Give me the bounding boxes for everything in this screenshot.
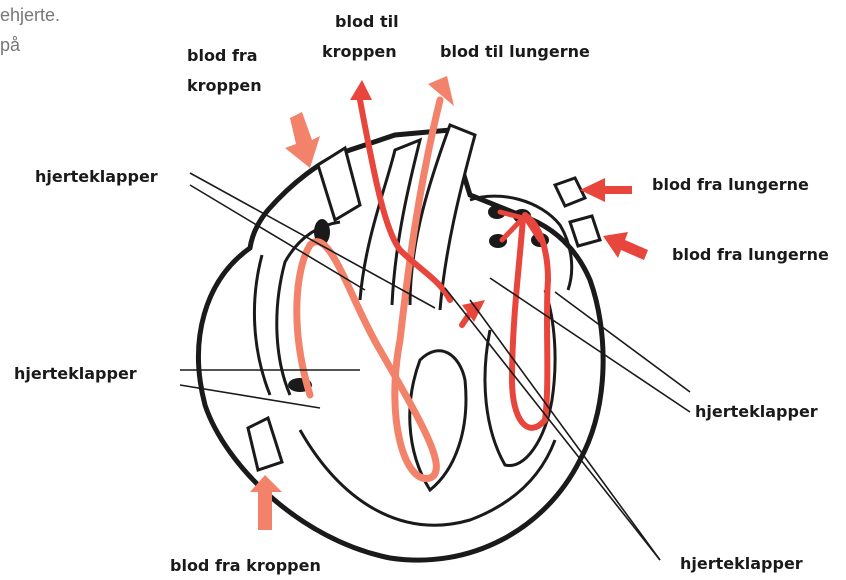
flow-to-body-arrowhead — [350, 80, 372, 100]
label-blod-til-kroppen-1: blod til — [335, 10, 399, 34]
arrow-in-from-lungs-lower — [603, 232, 648, 260]
label-blod-fra-kroppen-top-1: blod fra — [187, 44, 258, 68]
label-hjerteklapper-upper-left: hjerteklapper — [35, 165, 158, 189]
label-hjerteklapper-bottom-right: hjerteklapper — [680, 552, 803, 576]
label-hjerteklapper-right: hjerteklapper — [695, 400, 818, 424]
cut-off-text-line1: ehjerte. — [0, 2, 60, 28]
label-blod-fra-lungerne-2: blod fra lungerne — [672, 243, 829, 267]
label-blod-til-kroppen-2: kroppen — [322, 40, 397, 64]
label-blod-fra-kroppen-bottom: blod fra kroppen — [170, 554, 321, 578]
arrow-in-from-body-top — [285, 112, 320, 168]
pulmonary-vein-lower — [570, 216, 600, 246]
cut-off-text-line2: på — [0, 32, 20, 58]
pulmonary-vein-upper — [555, 178, 585, 206]
label-hjerteklapper-mid-left: hjerteklapper — [14, 362, 137, 386]
arrow-in-from-lungs-upper — [580, 178, 632, 202]
label-blod-fra-kroppen-top-2: kroppen — [187, 74, 262, 98]
label-blod-til-lungerne: blod til lungerne — [440, 40, 590, 64]
label-blod-fra-lungerne-1: blod fra lungerne — [652, 173, 809, 197]
